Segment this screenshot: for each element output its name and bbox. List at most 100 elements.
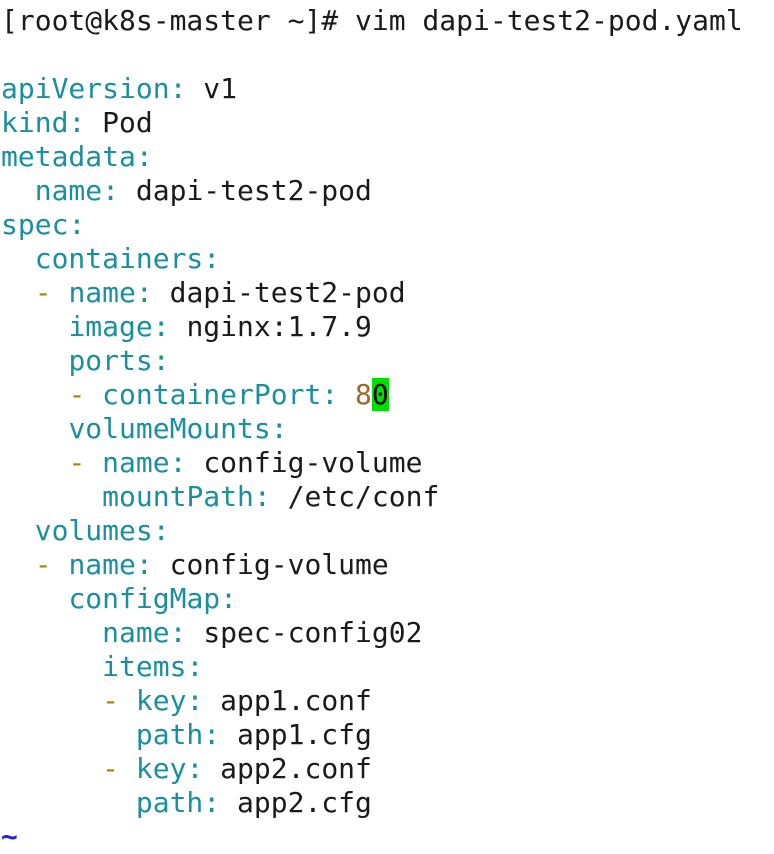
yaml-value: spec-config02 (203, 616, 423, 649)
yaml-space (85, 106, 102, 139)
yaml-indent (1, 378, 68, 411)
yaml-space (119, 174, 136, 207)
yaml-line: volumeMounts: (0, 412, 774, 446)
yaml-line: - name: config-volume (0, 446, 774, 480)
yaml-indent (1, 514, 35, 547)
yaml-colon: : (203, 242, 221, 275)
yaml-colon: : (152, 514, 170, 547)
yaml-colon: : (152, 310, 170, 343)
yaml-line: volumes: (0, 514, 774, 548)
yaml-space (186, 446, 203, 479)
yaml-indent (1, 310, 68, 343)
yaml-colon: : (135, 548, 153, 581)
yaml-colon: : (203, 718, 221, 751)
yaml-colon: : (135, 140, 153, 173)
yaml-key: name (34, 174, 103, 207)
yaml-value: 8 (355, 378, 372, 411)
yaml-colon: : (169, 446, 187, 479)
yaml-indent (1, 718, 136, 751)
yaml-key: name (102, 446, 170, 479)
yaml-indent (1, 276, 35, 309)
yaml-indent (1, 752, 102, 785)
yaml-indent (1, 684, 102, 717)
blank-line (0, 38, 774, 72)
yaml-list-dash: - (68, 446, 103, 479)
yaml-line: containers: (0, 242, 774, 276)
yaml-key: configMap (68, 582, 221, 615)
yaml-key: apiVersion (1, 72, 170, 105)
yaml-value: dapi-test2-pod (135, 174, 372, 207)
vim-empty-line-tilde: ~ (1, 820, 18, 853)
yaml-indent (1, 650, 102, 683)
yaml-key: key (135, 684, 187, 717)
yaml-line: kind: Pod (0, 106, 774, 140)
yaml-list-dash: - (102, 752, 136, 785)
yaml-colon: : (321, 378, 339, 411)
shell-prompt-line: [root@k8s-master ~]# vim dapi-test2-pod.… (1, 4, 743, 37)
yaml-line: spec: (0, 208, 774, 242)
yaml-line: - name: config-volume (0, 548, 774, 582)
yaml-space (271, 480, 288, 513)
yaml-key: image (68, 310, 153, 343)
yaml-key: name (68, 548, 136, 581)
yaml-line: - containerPort: 80 (0, 378, 774, 412)
yaml-key: containerPort (102, 378, 322, 411)
yaml-indent (1, 412, 68, 445)
yaml-indent (1, 242, 35, 275)
yaml-indent (1, 582, 68, 615)
yaml-colon: : (270, 412, 288, 445)
yaml-indent (1, 174, 35, 207)
yaml-line: name: dapi-test2-pod (0, 174, 774, 208)
yaml-key: mountPath (102, 480, 254, 513)
yaml-space (186, 616, 203, 649)
yaml-list-dash: - (68, 378, 103, 411)
yaml-colon: : (186, 684, 204, 717)
yaml-indent (1, 786, 136, 819)
yaml-indent (1, 344, 68, 377)
yaml-colon: : (186, 650, 204, 683)
yaml-value: config-volume (203, 446, 423, 479)
yaml-line: configMap: (0, 582, 774, 616)
yaml-indent (1, 616, 102, 649)
yaml-space (220, 718, 237, 751)
yaml-colon: : (68, 208, 86, 241)
yaml-list-dash: - (34, 548, 69, 581)
yaml-value: app2.cfg (237, 786, 372, 819)
yaml-key: kind (1, 106, 69, 139)
yaml-colon: : (169, 616, 187, 649)
yaml-line: apiVersion: v1 (0, 72, 774, 106)
yaml-colon: : (203, 786, 221, 819)
yaml-line: image: nginx:1.7.9 (0, 310, 774, 344)
yaml-key: items (102, 650, 187, 683)
yaml-space (338, 378, 355, 411)
yaml-space (153, 276, 170, 309)
yaml-list-dash: - (102, 684, 136, 717)
yaml-colon: : (220, 582, 238, 615)
yaml-value: app1.cfg (237, 718, 372, 751)
yaml-value: Pod (102, 106, 153, 139)
yaml-colon: : (253, 480, 271, 513)
yaml-value: app1.conf (220, 684, 372, 717)
yaml-line: path: app1.cfg (0, 718, 774, 752)
yaml-line: - key: app1.conf (0, 684, 774, 718)
yaml-key: key (135, 752, 187, 785)
vim-cursor: 0 (371, 378, 389, 411)
yaml-key: metadata (1, 140, 136, 173)
yaml-indent (1, 548, 35, 581)
yaml-colon: : (152, 344, 170, 377)
yaml-value: /etc/conf (287, 480, 440, 513)
yaml-key: name (102, 616, 170, 649)
yaml-list-dash: - (34, 276, 69, 309)
yaml-colon: : (169, 72, 187, 105)
yaml-indent (1, 446, 68, 479)
yaml-key: path (135, 786, 204, 819)
yaml-space (186, 72, 203, 105)
yaml-line: items: (0, 650, 774, 684)
yaml-colon: : (102, 174, 120, 207)
yaml-line: path: app2.cfg (0, 786, 774, 820)
yaml-space (153, 548, 170, 581)
yaml-key: path (135, 718, 204, 751)
yaml-value: app2.conf (220, 752, 372, 785)
